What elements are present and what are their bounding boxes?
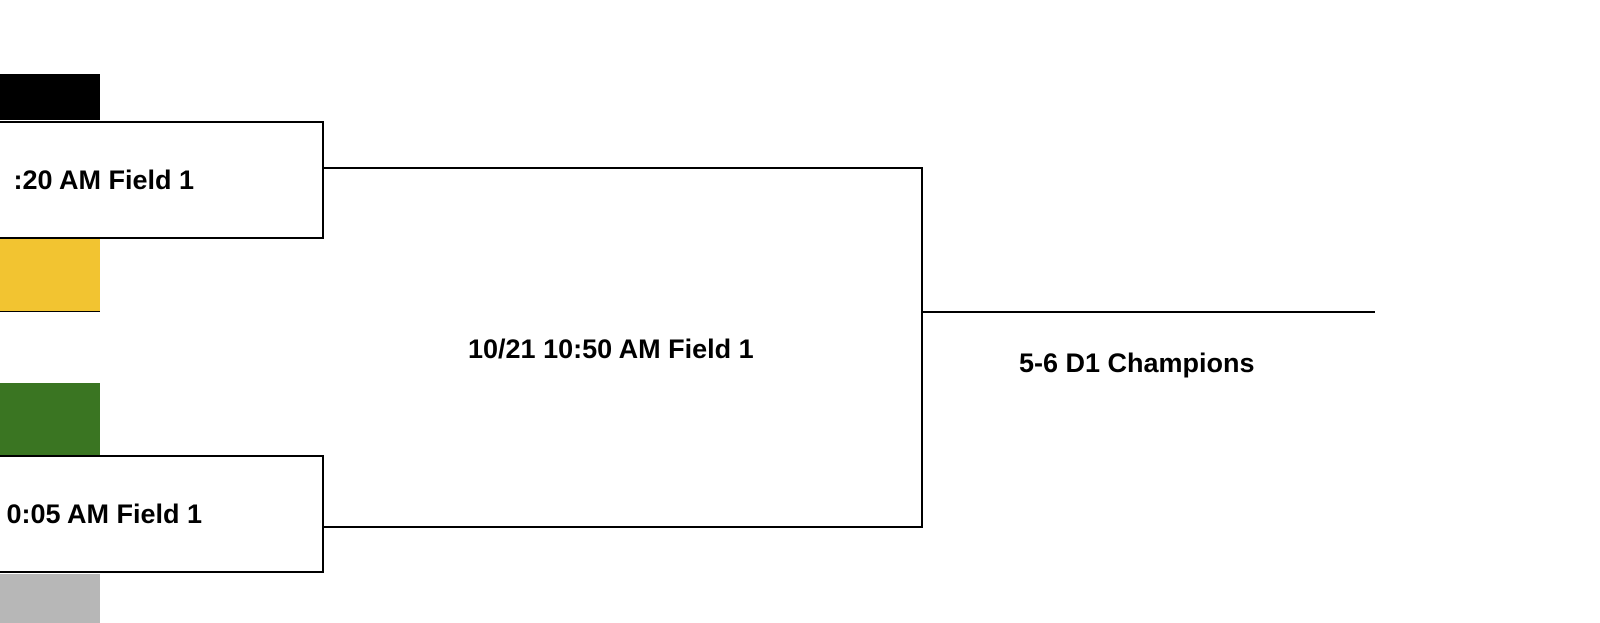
game-box-top[interactable]: :20 AM Field 1 xyxy=(0,121,324,239)
game-box-bottom[interactable]: 0:05 AM Field 1 xyxy=(0,455,324,573)
connector-bottom-horizontal xyxy=(324,526,923,528)
game-top-label: :20 AM Field 1 xyxy=(13,164,194,195)
swatch-underline xyxy=(0,311,100,312)
game-bottom-label: 0:05 AM Field 1 xyxy=(6,498,202,529)
champion-label: 5-6 D1 Champions xyxy=(1019,348,1255,378)
final-game-label: 10/21 10:50 AM Field 1 xyxy=(468,334,754,364)
team-color-swatch-top-game-1 xyxy=(0,74,100,120)
connector-champion-horizontal xyxy=(921,311,1375,313)
connector-top-horizontal xyxy=(324,167,923,169)
team-color-swatch-bottom-game-2 xyxy=(0,574,100,623)
team-color-swatch-bottom-game-1 xyxy=(0,383,100,456)
team-color-swatch-top-game-2 xyxy=(0,238,100,311)
connector-vertical xyxy=(921,167,923,528)
